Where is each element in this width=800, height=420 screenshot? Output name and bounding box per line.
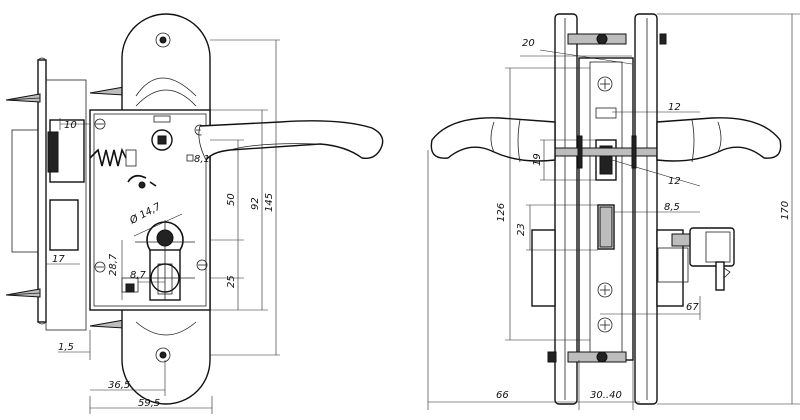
dim-17: 17 — [52, 254, 65, 265]
dim-170: 170 — [780, 201, 791, 220]
dim-1-5: 1,5 — [58, 342, 74, 353]
dim-67: 67 — [686, 302, 699, 313]
dim-25: 25 — [226, 275, 237, 288]
key-icon — [671, 227, 735, 291]
outer-escutcheon-edge — [554, 13, 578, 405]
dim-36-5: 36,5 — [108, 380, 130, 391]
left-view — [5, 13, 384, 405]
dim-92: 92 — [250, 197, 261, 210]
right-dimension-labels: 20 12 12 8,5 19 23 126 170 67 66 30..40 — [496, 38, 791, 401]
through-screws — [547, 33, 667, 363]
dim-145: 145 — [264, 193, 275, 212]
dim-12-bottom: 12 — [668, 176, 681, 187]
dim-12-top: 12 — [668, 102, 681, 113]
dim-30-40: 30..40 — [590, 390, 622, 401]
dim-19: 19 — [532, 153, 543, 166]
dim-66: 66 — [496, 390, 509, 401]
dim-50: 50 — [226, 193, 237, 206]
left-lever-handle — [430, 117, 556, 163]
dim-28-7: 28,7 — [108, 253, 119, 276]
inner-escutcheon-edge — [634, 13, 658, 405]
dim-20: 20 — [522, 38, 535, 49]
strike-housing — [11, 79, 87, 331]
dim-59-5: 59,5 — [138, 398, 160, 409]
face-plate-screws — [5, 86, 125, 329]
dim-8-1: 8,1 — [194, 154, 210, 165]
right-dimension-lines — [427, 13, 800, 410]
right-view — [430, 13, 782, 405]
dim-10: 10 — [64, 120, 77, 131]
dim-8-5: 8,5 — [664, 202, 680, 213]
left-dimension-labels: 10 17 1,5 36,5 59,5 28,7 8,7 Ø 14,7 8,1 … — [52, 120, 275, 409]
dim-126: 126 — [496, 203, 507, 222]
lever-handle — [198, 120, 384, 161]
right-lever-handle — [656, 117, 782, 163]
lock-face-plate — [578, 57, 634, 361]
dim-8-7: 8,7 — [130, 270, 147, 281]
lock-body — [89, 109, 211, 311]
left-dimension-lines — [46, 39, 280, 414]
dim-23: 23 — [516, 223, 527, 236]
